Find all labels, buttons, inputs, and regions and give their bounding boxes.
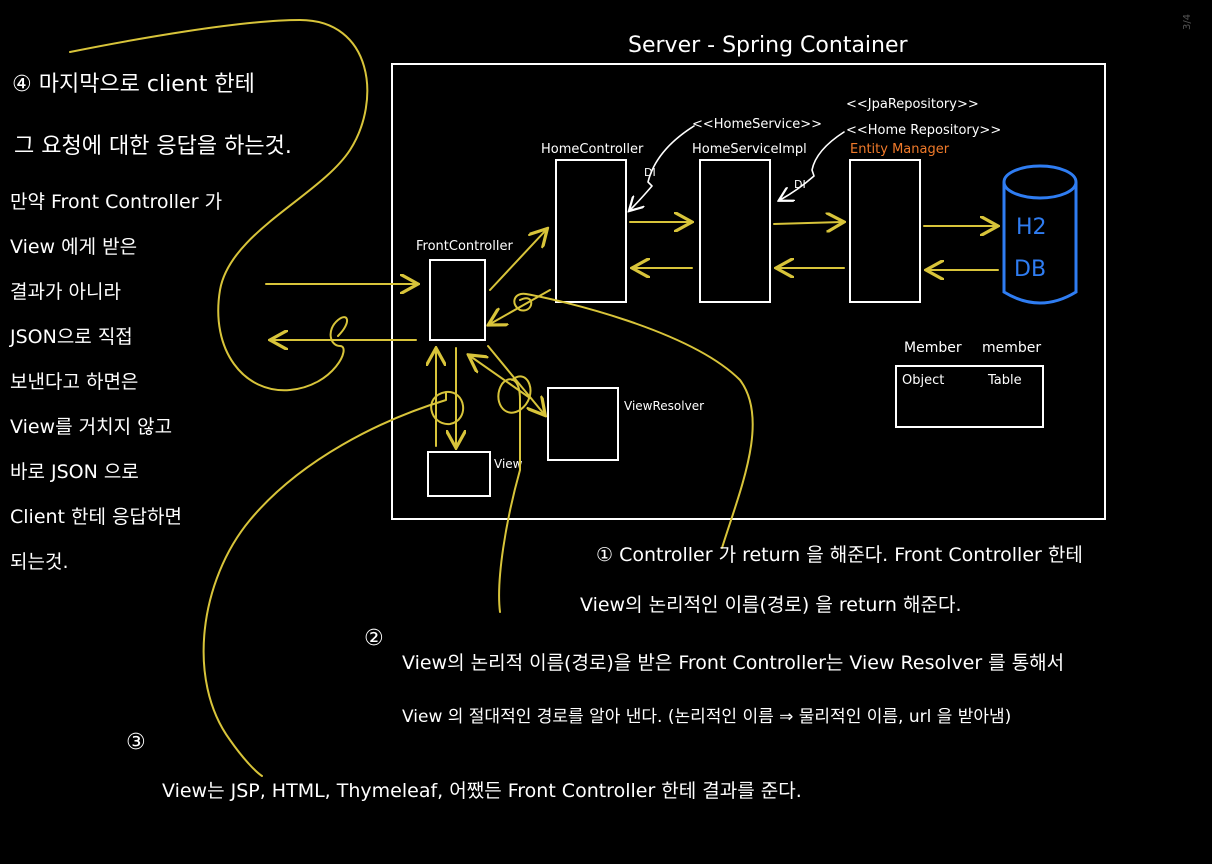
container-title: Server - Spring Container: [628, 33, 909, 58]
home-service-impl-box: [699, 159, 771, 303]
note-step3-marker: ③: [126, 730, 146, 755]
table-label: Table: [987, 373, 1022, 388]
member-table-header: member: [982, 340, 1041, 356]
home-controller-label: HomeController: [541, 142, 644, 157]
note-step3-line1: View는 JSP, HTML, Thymeleaf, 어쨌든 Front Co…: [162, 780, 802, 802]
note-json-line: 되는것.: [10, 551, 69, 573]
view-resolver-box: [547, 387, 619, 461]
arrow-service-to-repository: [773, 222, 842, 224]
home-controller-box: [555, 159, 627, 303]
view-box: [427, 451, 491, 497]
arrow-front-to-controller: [489, 230, 546, 291]
note-step1-line2: View의 논리적인 이름(경로) 을 return 해준다.: [580, 594, 962, 616]
front-controller-label: FrontController: [416, 239, 513, 254]
note-json-line: 바로 JSON 으로: [10, 461, 139, 483]
di-arrow-repository: [780, 131, 845, 200]
db-label-h2: H2: [1016, 215, 1047, 240]
h2-db-cylinder: [1002, 164, 1078, 305]
home-service-impl-label: HomeServiceImpl: [692, 142, 807, 157]
member-mapping-box: [895, 365, 1044, 428]
front-controller-box: [429, 259, 486, 341]
note-json-line: JSON으로 직접: [10, 326, 133, 348]
lasso-step3: [202, 390, 465, 777]
note-step2-line1: View의 논리적 이름(경로)을 받은 Front Controller는 V…: [402, 652, 1065, 674]
db-label-db: DB: [1014, 257, 1046, 282]
object-label: Object: [902, 373, 944, 388]
note-json-line: 보낸다고 하면은: [10, 371, 139, 393]
note-step2-line2: View 의 절대적인 경로를 알아 낸다. (논리적인 이름 ⇒ 물리적인 이…: [402, 707, 1012, 727]
di-arrow-service: [630, 125, 695, 210]
arrow-front-to-viewresolver: [487, 345, 544, 414]
di-label-1: DI: [644, 166, 656, 179]
note-step4-line1: ④ 마지막으로 client 한테: [12, 72, 255, 97]
note-json-line: Client 한테 응답하면: [10, 506, 182, 528]
note-json-line: View 에게 받은: [10, 236, 138, 258]
note-step4-line2: 그 요청에 대한 응답을 하는것.: [14, 134, 292, 159]
view-resolver-label: ViewResolver: [624, 399, 704, 413]
lasso-step2: [497, 375, 532, 613]
home-repository-stereotype: <<Home Repository>>: [846, 123, 1001, 138]
lasso-step1: [513, 292, 754, 549]
home-service-stereotype: <<HomeService>>: [692, 117, 822, 132]
note-step1-line1: ① Controller 가 return 을 해준다. Front Contr…: [596, 544, 1083, 566]
entity-manager-label: Entity Manager: [850, 142, 950, 157]
note-json-line: 만약 Front Controller 가: [10, 191, 223, 213]
jpa-repository-stereotype: <<JpaRepository>>: [846, 97, 979, 112]
note-json-line: 결과가 아니라: [10, 281, 121, 303]
spring-container-box: [391, 63, 1106, 520]
di-label-2: DI: [794, 178, 806, 191]
member-object-header: Member: [904, 340, 962, 356]
note-step2-marker: ②: [364, 626, 384, 651]
view-label: View: [494, 457, 523, 471]
lasso-step4: [69, 19, 369, 392]
note-json-block: 만약 Front Controller 가 View 에게 받은 결과가 아니라…: [10, 190, 255, 574]
repository-box: [849, 159, 921, 303]
page-number: 3/4: [1182, 14, 1193, 30]
note-json-line: View를 거치지 않고: [10, 416, 173, 438]
